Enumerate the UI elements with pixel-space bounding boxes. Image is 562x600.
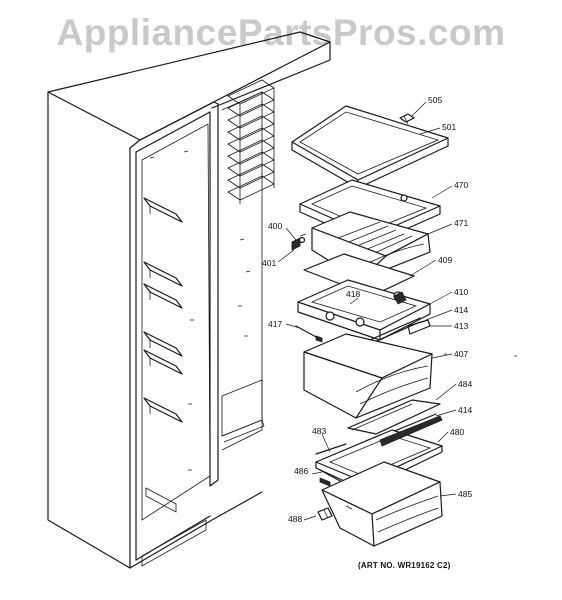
callout-470: 470 <box>454 180 468 190</box>
callout-414-lower: 414 <box>458 405 472 415</box>
callout-413: 413 <box>454 321 468 331</box>
watermark-logo: AppliancePartsPros.com <box>56 12 506 53</box>
callout-407: 407 <box>454 349 468 359</box>
callout-414-upper: 414 <box>454 305 468 315</box>
part-483-rail <box>315 443 347 455</box>
art-number: (ART NO. WR19162 C2) <box>358 561 451 570</box>
callout-409: 409 <box>438 255 452 265</box>
callout-401: 401 <box>262 258 276 268</box>
part-505-clip <box>399 113 415 125</box>
part-488-cap <box>317 507 333 521</box>
callout-410: 410 <box>454 287 468 297</box>
part-484-cover <box>347 399 441 435</box>
callout-488: 488 <box>288 514 302 524</box>
part-485-meat-pan <box>321 461 443 547</box>
callout-400: 400 <box>268 221 282 231</box>
part-417-rod <box>295 325 323 343</box>
callout-labels: 505 501 470 471 400 401 409 418 410 414 … <box>262 95 472 524</box>
callout-418: 418 <box>346 289 360 299</box>
part-400-401-fasteners <box>291 233 307 251</box>
callout-480: 480 <box>450 427 464 437</box>
callout-484: 484 <box>458 379 472 389</box>
leader-lines <box>277 101 457 521</box>
callout-501: 501 <box>442 122 456 132</box>
callout-417: 417 <box>268 319 282 329</box>
refrigerator-cabinet <box>47 31 517 569</box>
part-407-crisper-drawer <box>303 333 433 419</box>
callout-483: 483 <box>312 426 326 436</box>
part-501-glass-shelf <box>291 105 449 189</box>
callout-485: 485 <box>458 489 472 499</box>
callout-471: 471 <box>454 218 468 228</box>
callout-505: 505 <box>428 95 442 105</box>
callout-486: 486 <box>294 466 308 476</box>
